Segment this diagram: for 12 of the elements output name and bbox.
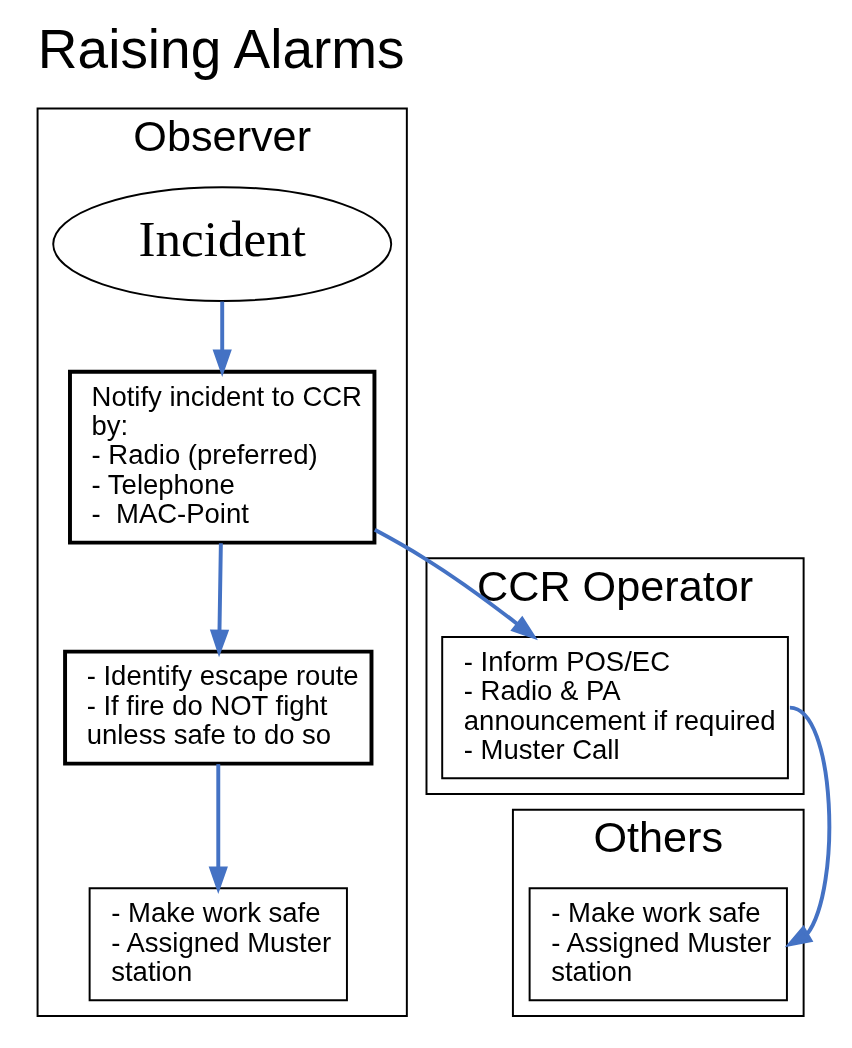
node-box: - Make work safe - Assigned Muster station xyxy=(88,887,348,1002)
arrow xyxy=(209,543,230,658)
node-box: - Identify escape route - If fire do NOT fight unless safe to do so xyxy=(63,649,374,766)
node-box: Notify incident to CCR by: - Radio (preferred) - Telephone - MAC-Point xyxy=(68,369,377,545)
arrow xyxy=(208,764,228,895)
node-box: - Inform POS/EC - Radio & PA announcement if required - Muster Call xyxy=(441,635,789,780)
node-box: - Make work safe - Assigned Muster station xyxy=(528,887,788,1002)
arrow xyxy=(373,528,538,641)
arrow xyxy=(784,705,832,948)
arrow xyxy=(212,301,232,378)
node-ellipse: Incident xyxy=(52,186,393,302)
diagram-title: Raising Alarms xyxy=(37,18,405,81)
